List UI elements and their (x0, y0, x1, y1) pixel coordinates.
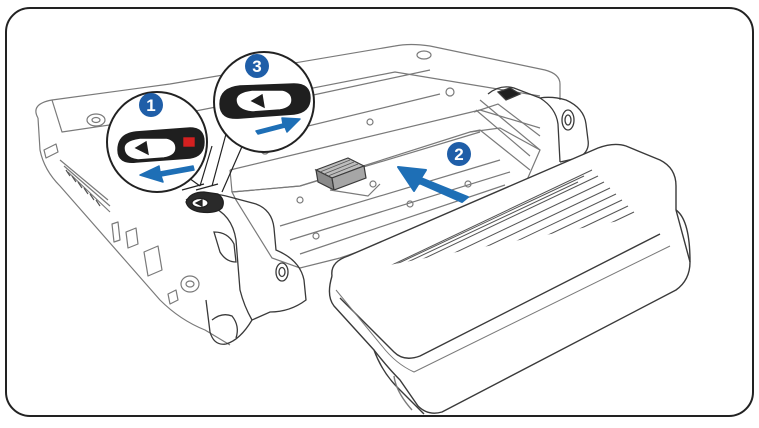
step-1-number: 1 (146, 96, 155, 115)
step-3-badge: 3 (245, 54, 269, 78)
step-1-badge: 1 (139, 93, 163, 117)
step-2-number: 2 (454, 145, 463, 164)
latch-3-detail (220, 84, 310, 118)
latch-1-detail (118, 128, 204, 162)
lock-latch (186, 192, 223, 213)
step-3-number: 3 (252, 57, 261, 76)
step-2-badge: 2 (447, 142, 471, 166)
lock-indicator (184, 138, 194, 146)
